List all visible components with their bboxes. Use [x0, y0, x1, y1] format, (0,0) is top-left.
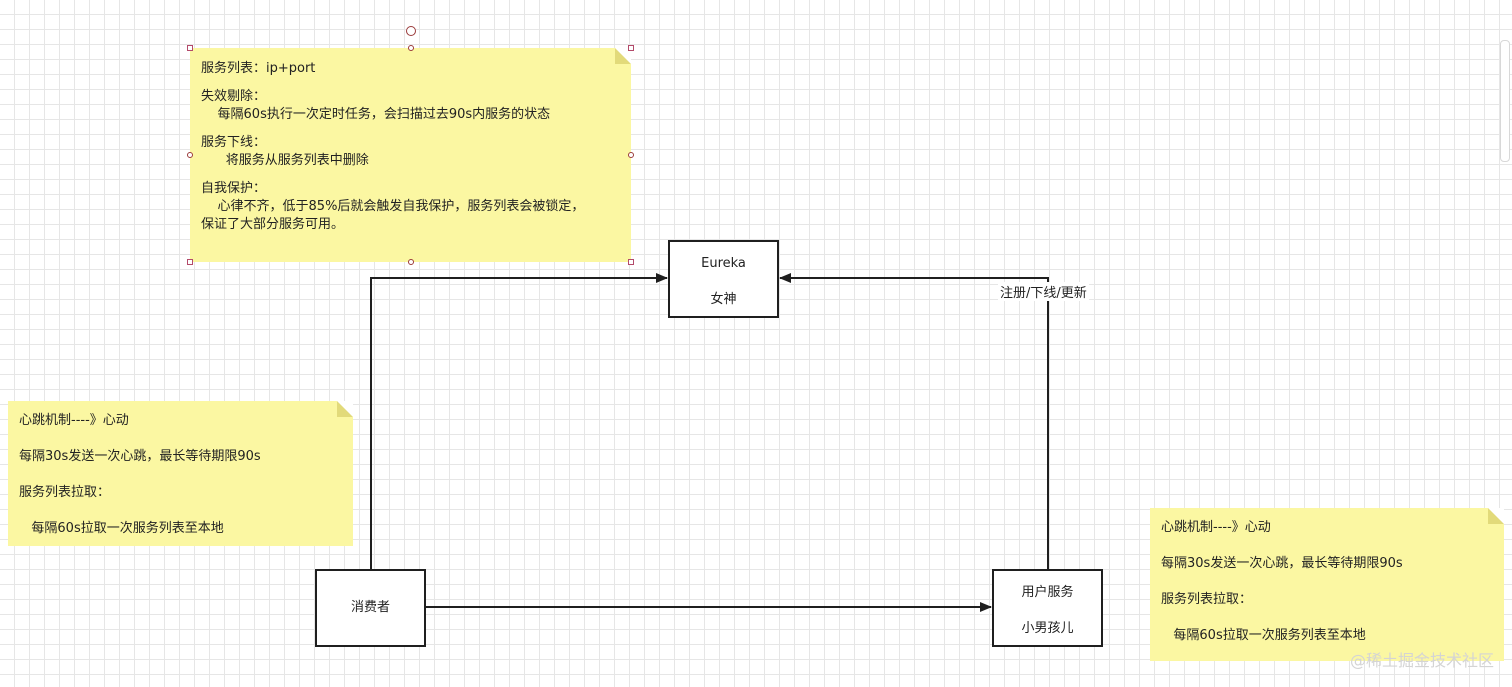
resize-handle-ml[interactable] — [187, 152, 193, 158]
note-left[interactable]: 心跳机制----》心动 每隔30s发送一次心跳，最长等待期限90s 服务列表拉取… — [8, 401, 353, 546]
note-left-pull-heading: 服务列表拉取： — [19, 485, 111, 500]
resize-handle-tr[interactable] — [628, 45, 634, 51]
note-right-interval: 每隔30s发送一次心跳，最长等待期限90s — [1161, 556, 1403, 571]
connector-consumer-to-eureka[interactable] — [370, 273, 668, 569]
note-left-heartbeat: 心跳机制----》心动 — [19, 413, 129, 428]
provider-node-title: 用户服务 — [1021, 585, 1074, 600]
note-top-text-protection-2: 保证了大部分服务可用。 — [201, 217, 345, 232]
note-top-text-protection-1: 心律不齐，低于85%后就会触发自我保护，服务列表会被锁定， — [201, 199, 585, 214]
note-top-title: 服务列表：ip+port — [201, 61, 316, 76]
note-right[interactable]: 心跳机制----》心动 每隔30s发送一次心跳，最长等待期限90s 服务列表拉取… — [1150, 508, 1504, 661]
resize-handle-tl[interactable] — [187, 45, 193, 51]
vertical-scrollbar[interactable] — [1500, 40, 1510, 162]
rotate-handle[interactable] — [406, 26, 416, 36]
consumer-node[interactable]: 消费者 — [315, 569, 426, 647]
consumer-node-label: 消费者 — [350, 600, 390, 615]
eureka-node-title: Eureka — [701, 256, 746, 271]
watermark: @稀土掘金技术社区 — [1349, 651, 1494, 670]
provider-node[interactable]: 用户服务 小男孩儿 — [992, 569, 1103, 647]
eureka-node[interactable]: Eureka 女神 — [668, 240, 779, 318]
note-left-pull-text: 每隔60s拉取一次服务列表至本地 — [19, 521, 224, 536]
note-fold-icon — [337, 401, 353, 417]
eureka-node-subtitle: 女神 — [710, 292, 737, 307]
connector-provider-to-eureka[interactable] — [779, 273, 1049, 569]
edge-label-register: 注册/下线/更新 — [998, 282, 1089, 301]
resize-handle-mr[interactable] — [628, 152, 634, 158]
note-left-interval: 每隔30s发送一次心跳，最长等待期限90s — [19, 449, 261, 464]
resize-handle-bc[interactable] — [408, 259, 414, 265]
note-fold-icon — [1488, 508, 1504, 524]
note-top-heading-offline: 服务下线： — [201, 135, 267, 150]
resize-handle-br[interactable] — [628, 259, 634, 265]
note-right-pull-heading: 服务列表拉取： — [1161, 592, 1253, 607]
note-right-pull-text: 每隔60s拉取一次服务列表至本地 — [1161, 628, 1366, 643]
note-top-heading-protection: 自我保护： — [201, 181, 267, 196]
note-fold-icon — [615, 48, 631, 64]
note-right-heartbeat: 心跳机制----》心动 — [1161, 520, 1271, 535]
resize-handle-bl[interactable] — [187, 259, 193, 265]
provider-node-subtitle: 小男孩儿 — [1021, 621, 1074, 636]
resize-handle-tc[interactable] — [408, 45, 414, 51]
note-top-heading-eviction: 失效剔除： — [201, 89, 267, 104]
note-top[interactable]: 服务列表：ip+port 失效剔除： 每隔60s执行一次定时任务，会扫描过去90… — [190, 48, 631, 262]
note-top-text-eviction: 每隔60s执行一次定时任务，会扫描过去90s内服务的状态 — [201, 107, 551, 122]
note-top-text-offline: 将服务从服务列表中删除 — [201, 153, 369, 168]
